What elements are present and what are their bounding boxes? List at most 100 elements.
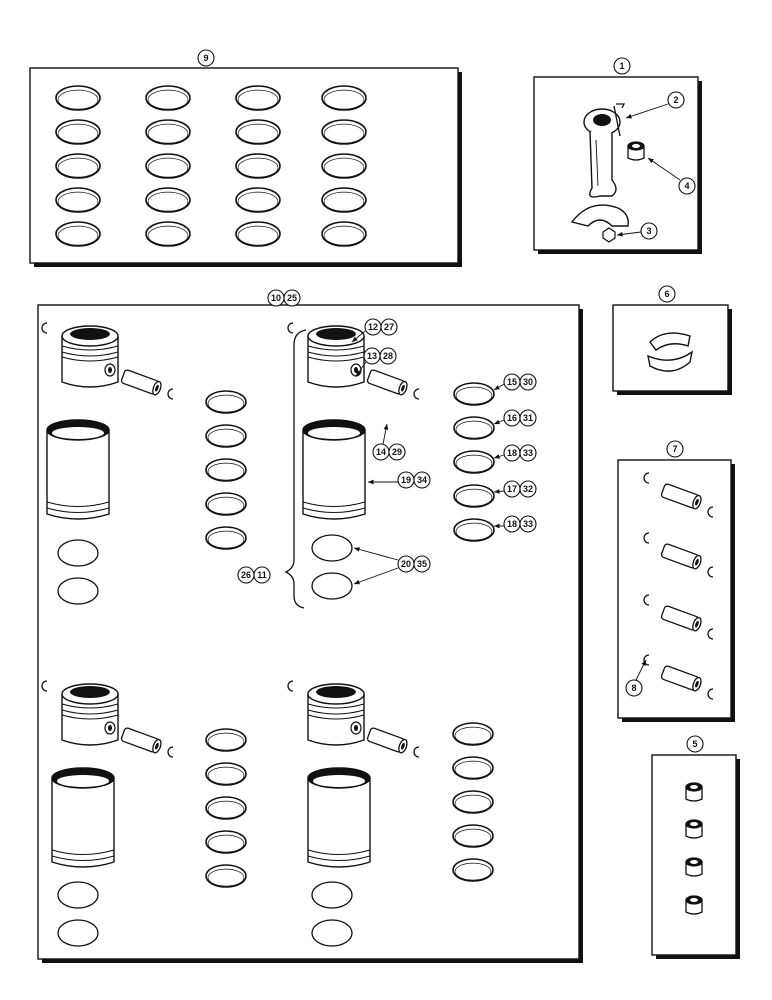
callout-ring-2-a: 16 xyxy=(507,413,517,423)
set-bottom-right-ring-3-inner xyxy=(454,794,492,813)
pin-kit-clip-a-1 xyxy=(643,472,650,484)
rings-kit-ring-3-1 xyxy=(235,85,281,111)
callout-ring-4-b: 32 xyxy=(523,484,533,494)
set-bottom-right-seal-2 xyxy=(311,919,353,947)
label-bearing-kit-circle xyxy=(658,285,676,303)
bearing-lower xyxy=(647,350,694,372)
callout-pin-b-circle xyxy=(379,347,397,365)
callout-retainer: 8 xyxy=(631,683,636,693)
callout-pin-b: 28 xyxy=(383,351,393,361)
leader-sleeve-arrow xyxy=(368,479,374,485)
set-bottom-right-ring-4 xyxy=(452,824,494,848)
set-top-left-sleeve xyxy=(46,419,110,520)
set-bottom-left-ring-5-inner xyxy=(207,868,245,887)
set-bottom-right-pin xyxy=(366,727,408,754)
set-bracket xyxy=(284,329,307,609)
rings-kit-ring-4-2 xyxy=(321,119,367,145)
set-bottom-right-ring-2-inner xyxy=(454,760,492,779)
leader-ring-4-arrow xyxy=(494,489,500,494)
pin-kit-clip-a-2 xyxy=(643,532,650,544)
set-bottom-right-clip-pin xyxy=(413,746,420,758)
rings-kit-ring-3-3-inner xyxy=(237,157,279,178)
callout-ring-4-b-circle xyxy=(519,480,537,498)
bushing-kit-bushing-4 xyxy=(685,895,703,915)
set-top-right-seal-2 xyxy=(311,572,353,600)
rings-kit-ring-1-1 xyxy=(55,85,101,111)
connecting-rod xyxy=(583,108,621,198)
rings-kit-ring-1-3 xyxy=(55,153,101,179)
set-top-left-clip-top xyxy=(41,322,48,334)
set-bottom-right-ring-1 xyxy=(452,722,494,746)
bushing-kit-bushing-2 xyxy=(685,819,703,839)
rings-kit-ring-3-4-inner xyxy=(237,191,279,212)
rings-kit-ring-2-1 xyxy=(145,85,191,111)
rings-kit-ring-4-1-inner xyxy=(323,89,365,110)
leader-ring-5-arrow xyxy=(494,523,500,529)
callout-bushing-circle xyxy=(678,177,696,195)
leader-piston-arrow xyxy=(352,336,358,342)
leader-bolt-arrow xyxy=(626,114,632,119)
set-bottom-right-ring-3 xyxy=(452,790,494,814)
bushing-kit-bushing-1 xyxy=(685,782,703,802)
rings-kit-ring-3-5-inner xyxy=(237,225,279,246)
callout-ring-5-b-circle xyxy=(519,515,537,533)
rings-kit-ring-1-2-inner xyxy=(57,123,99,144)
set-bottom-right-ring-5 xyxy=(452,858,494,882)
rings-kit-ring-4-5-inner xyxy=(323,225,365,246)
set-bottom-left-clip-pin xyxy=(167,746,174,758)
set-top-right-ring-5-inner xyxy=(455,522,493,541)
rings-kit-ring-4-4-inner xyxy=(323,191,365,212)
rings-kit-ring-1-4-inner xyxy=(57,191,99,212)
rings-kit-ring-3-3 xyxy=(235,153,281,179)
pin-kit-pin-2 xyxy=(660,543,702,570)
rings-kit-ring-2-5-inner xyxy=(147,225,189,246)
callout-piston-a: 12 xyxy=(368,322,378,332)
callout-nut: 3 xyxy=(646,226,651,236)
pin-kit-clip-a-3 xyxy=(643,594,650,606)
rings-kit-ring-4-3-inner xyxy=(323,157,365,178)
set-top-left-clip-pin xyxy=(167,388,174,400)
set-top-left-ring-4-inner xyxy=(207,496,245,515)
callout-retainer-circle xyxy=(625,679,643,697)
label-rings-kit-circle xyxy=(197,49,215,67)
set-top-left-ring-1-inner xyxy=(207,394,245,413)
leader-retainer-arrow xyxy=(641,660,646,666)
callout-retainer-set-a: 14 xyxy=(376,447,386,457)
callout-bushing: 4 xyxy=(684,181,689,191)
pin-kit-pin-3 xyxy=(660,605,702,632)
set-top-right-ring-3 xyxy=(453,450,495,474)
set-bottom-right-ring-5-inner xyxy=(454,862,492,881)
rings-kit-ring-4-5 xyxy=(321,221,367,247)
label-bearing-kit: 6 xyxy=(664,289,669,299)
callout-ring-1-b-circle xyxy=(519,373,537,391)
callout-seal-b: 35 xyxy=(417,559,427,569)
rod-nut xyxy=(602,227,616,243)
rings-kit-ring-2-5 xyxy=(145,221,191,247)
set-bottom-right-seal-1 xyxy=(311,881,353,909)
set-top-left-ring-3 xyxy=(205,458,247,482)
rings-kit-ring-1-3-inner xyxy=(57,157,99,178)
rings-kit-ring-2-2 xyxy=(145,119,191,145)
callout-ring-2-b-circle xyxy=(519,409,537,427)
pin-kit-clip-b-3 xyxy=(707,628,714,640)
label-conrod-kit-circle xyxy=(613,57,631,75)
leader-seal-2 xyxy=(353,567,399,585)
set-top-right-sleeve xyxy=(302,419,366,520)
label-bushing-kit: 5 xyxy=(692,739,697,749)
set-bottom-left-ring-3-inner xyxy=(207,800,245,819)
rings-kit-ring-4-3 xyxy=(321,153,367,179)
set-bottom-left-pin xyxy=(120,727,162,754)
set-bottom-left-ring-4 xyxy=(205,830,247,854)
bushing-kit-bushing-3 xyxy=(685,857,703,877)
set-top-left-ring-2-inner xyxy=(207,428,245,447)
callout-ring-5-a: 18 xyxy=(507,519,517,529)
rod-bushing xyxy=(627,141,645,161)
callout-retainer-set-b: 29 xyxy=(392,447,402,457)
leader-pin-arrow xyxy=(356,370,362,376)
rings-kit-ring-3-4 xyxy=(235,187,281,213)
set-top-left-ring-2 xyxy=(205,424,247,448)
rings-kit-ring-4-4 xyxy=(321,187,367,213)
pin-kit-clip-b-1 xyxy=(707,506,714,518)
rod-cap xyxy=(570,204,629,227)
